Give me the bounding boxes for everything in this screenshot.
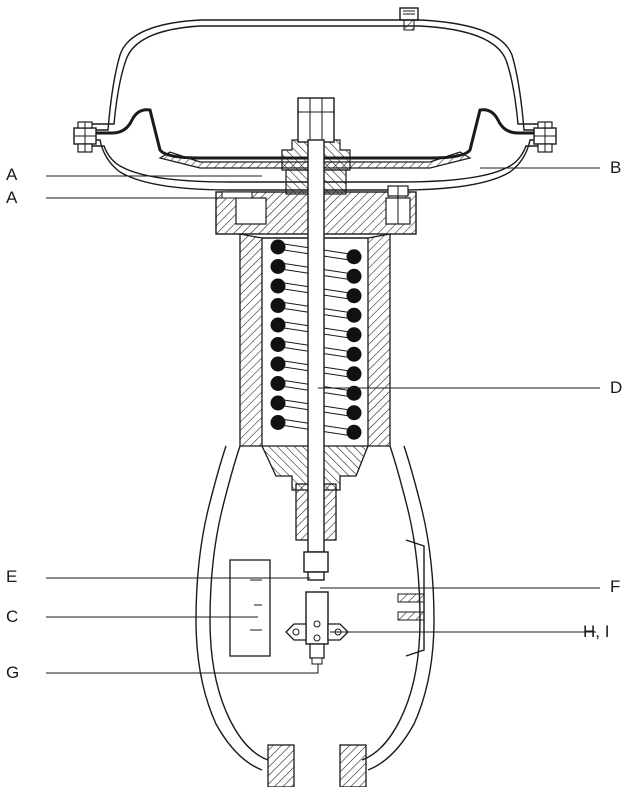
flange-bolt-right [533,121,557,153]
label-d: D [610,378,623,397]
mounting-pad [397,539,425,657]
spring-coil-right [346,327,362,343]
spring-coil-right [346,346,362,362]
label-b: B [610,158,622,177]
yoke-bottom-neck [267,744,367,787]
stem-connector [285,591,349,665]
actuator-stem [303,139,329,581]
upper-diaphragm-casing [76,19,556,131]
spring-coil-left [270,337,286,352]
spring-coil-left [270,395,286,411]
spring-coil-right [346,366,362,382]
spring-coil-left [270,356,286,372]
spring-coil-left [270,278,286,294]
spring-coil-right [346,288,362,304]
leader-lines [46,167,600,674]
spring-coil-right [346,249,362,265]
spring-coil-right [346,405,362,421]
spring-coil-left [270,239,286,255]
travel-scale [229,559,271,657]
spring-coil-left [270,259,286,274]
leader-g [46,664,319,674]
label-e: E [6,567,18,586]
label-f: F [610,577,621,596]
spring-coil-left [270,376,286,391]
spring-coil-left [270,298,286,313]
vent-plug [399,7,419,31]
spring-coil-right [346,385,362,401]
spring-coil-left [270,317,286,333]
label-c: C [6,607,19,626]
spring-coil-left [270,415,286,430]
spring-coil-right [346,307,362,323]
label-g: G [6,663,20,682]
spring-housing [239,233,391,447]
label-a-upper: A [6,165,18,184]
label-a-lower: A [6,188,18,207]
spring-coil-right [346,424,362,440]
label-hi: H, I [583,622,610,641]
flange-bolt-left [73,121,97,153]
spring-coil-right [346,268,362,284]
stem-top-nut [297,97,335,143]
